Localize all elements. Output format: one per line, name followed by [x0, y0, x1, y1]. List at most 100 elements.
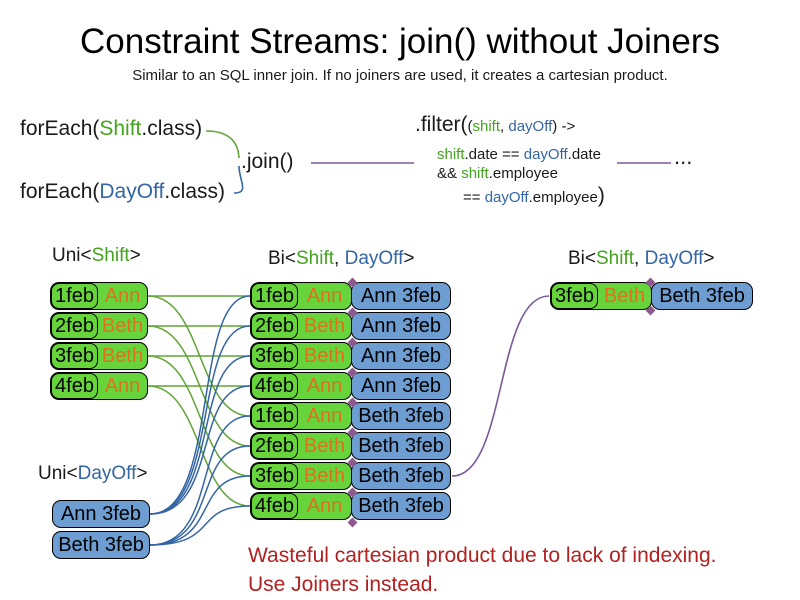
dayoff-cell: Ann 3feb — [351, 312, 451, 340]
text-part: > — [403, 248, 415, 269]
dayoff-cell: Beth 3feb — [651, 282, 753, 310]
shift-fact: 4feb Ann — [50, 372, 148, 400]
text-part: ( — [467, 118, 473, 135]
warning-line2: Use Joiners instead. — [248, 573, 439, 596]
code-filter-line2: shift.date == dayOff.date — [437, 146, 601, 163]
label-bi-right: Bi<Shift, DayOff> — [568, 248, 714, 270]
text-part: Uni< — [38, 463, 78, 484]
dayoff-cell: Beth 3feb — [351, 432, 451, 460]
text-part: .date — [567, 146, 602, 163]
dayoff-link-line — [149, 445, 251, 546]
text-part: > — [703, 248, 715, 269]
code-foreach-dayoff: forEach(DayOff.class) — [20, 180, 225, 204]
date-cell: 1feb — [251, 283, 298, 309]
shift-link-line — [147, 355, 251, 477]
label-uni-dayoff: Uni<DayOff> — [38, 463, 148, 485]
dayoff-link-line — [149, 325, 251, 515]
employee-cell: Ann — [306, 374, 343, 397]
date-cell: 3feb — [551, 283, 598, 309]
text-part: , — [334, 248, 345, 269]
code-filter-line4: == dayOff.employee) — [463, 184, 605, 208]
code-filter-line1: .filter((shift, dayOff) -> — [415, 113, 575, 137]
shift-link-line — [147, 325, 251, 447]
shift-fact: 1feb Ann — [250, 402, 352, 430]
employee-cell: Ann — [104, 374, 141, 397]
shift-link-line — [147, 295, 251, 417]
date-cell: 3feb — [251, 463, 298, 489]
date-cell: 1feb — [251, 403, 298, 429]
text-part: forEach( — [20, 180, 100, 203]
text-part: == — [463, 189, 485, 206]
text-part: , — [634, 248, 645, 269]
text-part: Bi< — [268, 248, 296, 269]
text-part: DayOff — [644, 248, 704, 269]
dayoff-cell: Beth 3feb — [351, 492, 451, 520]
dayoff-cell: Ann 3feb — [351, 372, 451, 400]
dayoff-cell: Ann 3feb — [351, 282, 451, 310]
text-part: Shift — [296, 248, 335, 269]
code-ellipsis: ... — [674, 144, 693, 169]
text-part: DayOff — [77, 463, 137, 484]
dayoff-link-line — [149, 385, 251, 515]
employee-cell: Beth — [303, 344, 346, 367]
employee-cell: Beth — [101, 314, 144, 337]
text-part: .date == — [464, 146, 524, 163]
dayoff-link-line — [149, 355, 251, 515]
employee-cell: Beth — [603, 284, 646, 307]
label-uni-shift: Uni<Shift> — [52, 245, 141, 267]
date-cell: 3feb — [51, 343, 98, 369]
dayoff-link-line — [149, 295, 251, 515]
date-cell: 4feb — [51, 373, 98, 399]
code-filter-line4-body: == dayOff.employee — [463, 189, 598, 206]
mid-to-right-line — [451, 295, 550, 477]
text-part: forEach( — [20, 117, 100, 140]
text-part: .class) — [164, 180, 226, 203]
employee-cell: Ann — [306, 494, 343, 517]
text-part: shift — [461, 165, 489, 182]
dayoff-fact: Beth 3feb — [52, 531, 150, 559]
text-part: DayOff — [99, 180, 165, 203]
date-cell: 3feb — [251, 343, 298, 369]
shift-link-line — [147, 385, 251, 507]
employee-cell: Beth — [101, 344, 144, 367]
code-filter-line3: && shift.employee — [437, 165, 558, 182]
text-part: Bi< — [568, 248, 596, 269]
warning-text: Wasteful cartesian product due to lack o… — [248, 541, 716, 599]
employee-cell: Ann — [306, 284, 343, 307]
text-part: ) -> — [552, 118, 576, 135]
employee-cell: Beth — [303, 464, 346, 487]
page-subtitle: Similar to an SQL inner join. If no join… — [132, 67, 668, 84]
code-filter-close: ) — [597, 184, 605, 207]
employee-cell: Ann — [104, 284, 141, 307]
text-part: Shift — [596, 248, 635, 269]
text-part: > — [136, 463, 148, 484]
text-part: DayOff — [344, 248, 404, 269]
text-part: > — [129, 245, 141, 266]
date-cell: 2feb — [51, 313, 98, 339]
text-part: Uni< — [52, 245, 92, 266]
brace-shift-line — [205, 130, 240, 159]
code-foreach-shift: forEach(Shift.class) — [20, 117, 202, 141]
dayoff-cell: Beth 3feb — [351, 462, 451, 490]
dayoff-cell: Beth 3feb — [351, 402, 451, 430]
text-part: Shift — [99, 117, 142, 140]
employee-cell: Ann — [306, 404, 343, 427]
